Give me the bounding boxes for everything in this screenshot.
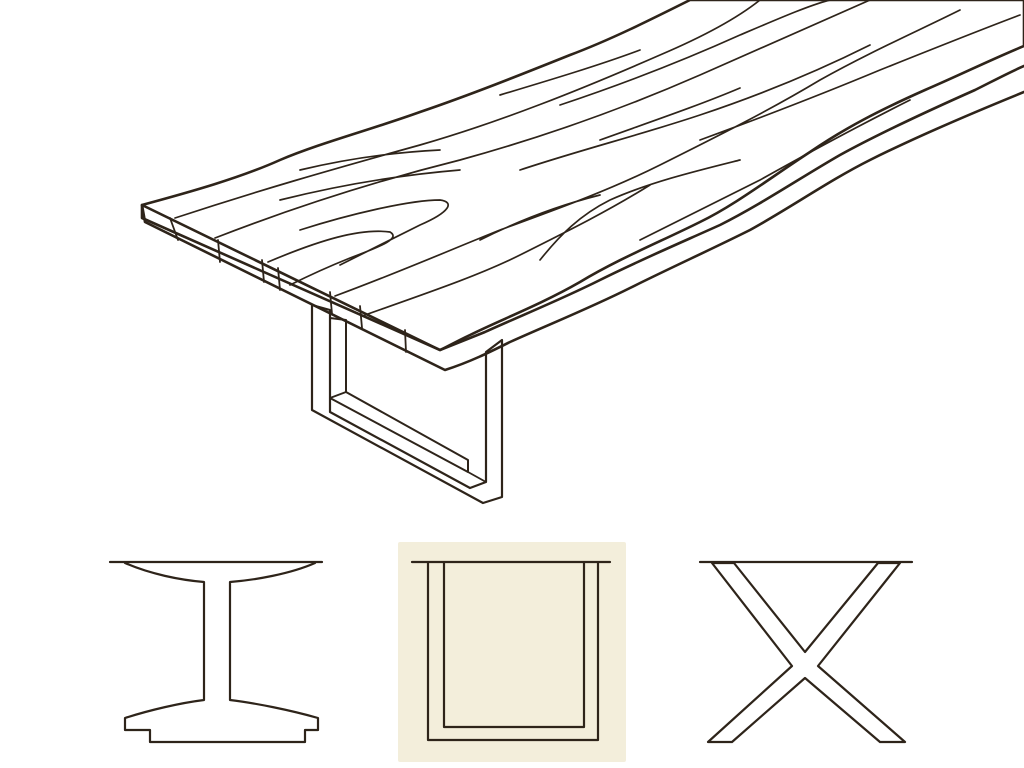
leg-option-u[interactable] [398, 542, 626, 762]
live-edge-tabletop [140, 0, 1024, 372]
x-leg-icon [698, 560, 914, 744]
leg-option-x[interactable] [695, 545, 920, 760]
leg-option-i[interactable] [100, 545, 330, 760]
i-leg-icon [108, 560, 324, 744]
u-leg-icon [410, 560, 612, 742]
tabletop-surface [140, 0, 1024, 352]
tabletop-front-edge [140, 64, 1024, 372]
leg-style-options [100, 542, 920, 762]
leg-option-i-hitbox [100, 545, 330, 760]
wood-grain-lines [174, 0, 1021, 316]
leg-option-u-tile [398, 542, 626, 762]
leg-option-x-hitbox [695, 545, 920, 760]
table-preview [140, 0, 1024, 505]
